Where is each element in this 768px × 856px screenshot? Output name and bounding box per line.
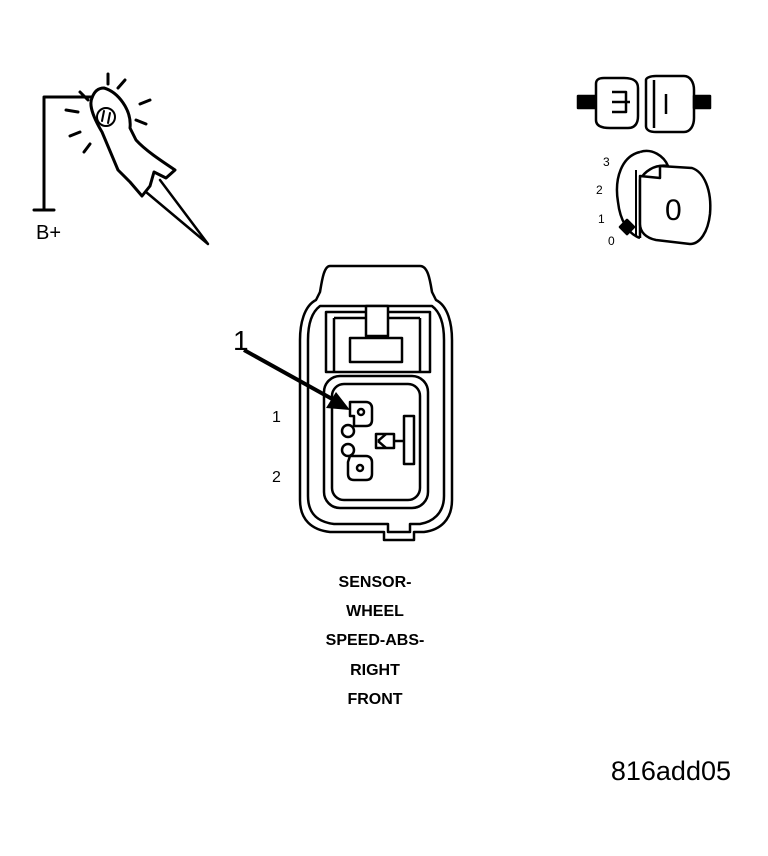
figure-id: 816add05	[611, 756, 731, 786]
ignition-key-label: 0	[665, 194, 682, 227]
ignition-key-icon	[615, 149, 712, 246]
caption-line-5: FRONT	[347, 691, 402, 708]
voltage-label: B+	[36, 222, 61, 244]
callout-arrow-icon	[243, 348, 350, 410]
ignition-position-0: 0	[608, 234, 615, 248]
ignition-position-2: 2	[596, 183, 603, 197]
pin-label-2: 2	[272, 469, 281, 486]
caption-line-1: SENSOR-	[339, 574, 412, 591]
ignition-position-1: 1	[598, 212, 605, 226]
test-light-probe-icon	[32, 72, 210, 246]
pin-label-1: 1	[272, 409, 281, 426]
disconnected-connector-icon	[576, 74, 712, 134]
caption-line-4: RIGHT	[350, 662, 400, 679]
caption-line-3: SPEED-ABS-	[326, 632, 425, 649]
connector-caption: SENSOR- WHEEL SPEED-ABS- RIGHT FRONT	[326, 574, 425, 708]
caption-line-2: WHEEL	[346, 603, 404, 620]
ignition-position-3: 3	[603, 155, 610, 169]
connector-face	[298, 264, 454, 542]
callout-number: 1	[233, 325, 249, 356]
